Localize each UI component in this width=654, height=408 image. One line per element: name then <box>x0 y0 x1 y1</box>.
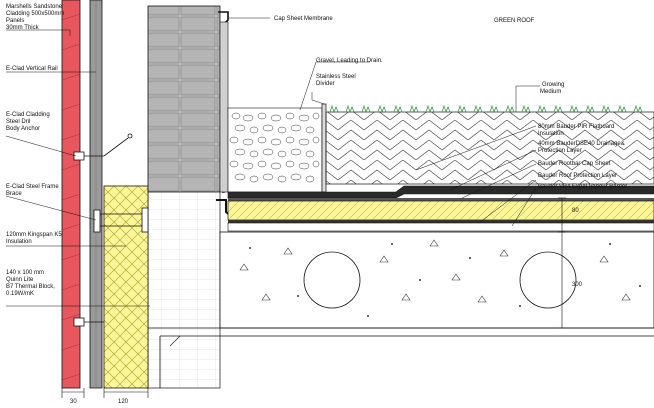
pir-flatboard-insulation <box>227 200 654 221</box>
dimension-300 <box>558 231 566 329</box>
frame-brace <box>93 207 149 233</box>
lower-wall-block <box>147 189 221 389</box>
label-gravel: Gravel, Leading to Drain. <box>316 58 383 64</box>
svg-text:0.19W/mK: 0.19W/mK <box>6 291 34 297</box>
label-drainage: 40mm BauderDSE40 Drainage& Protection La… <box>538 141 625 154</box>
label-growing-medium: Growing Medium <box>540 82 564 95</box>
label-roof-protection: Bauder Roof Protection Layer <box>538 173 617 179</box>
growing-medium <box>325 111 654 185</box>
svg-text:Body Anchor: Body Anchor <box>6 126 40 132</box>
cladding-joints <box>61 13 81 381</box>
svg-text:Bauder VB4 Expal Vapour Barrie: Bauder VB4 Expal Vapour Barrier <box>538 184 627 190</box>
label-flatboard: 80mm Bauder PIR Flatboard Insulation <box>538 124 614 137</box>
label-kingspan: 120mm Kingspan K5 Insulation <box>6 232 62 245</box>
svg-text:Quinn Lite: Quinn Lite <box>6 277 34 283</box>
svg-text:30mm Thick: 30mm Thick <box>6 25 40 31</box>
dimension-120 <box>103 388 149 398</box>
svg-text:Cladding 500x500mm: Cladding 500x500mm <box>6 11 64 17</box>
brick-wall <box>147 5 221 193</box>
svg-text:Steel Dril: Steel Dril <box>6 119 30 125</box>
svg-text:E-Clad Steel Frame: E-Clad Steel Frame <box>6 184 59 190</box>
svg-text:Insulation: Insulation <box>538 131 564 137</box>
svg-text:40mm BauderDSE40 Drainage&: 40mm BauderDSE40 Drainage& <box>538 141 625 147</box>
aggregate-dots <box>249 243 641 317</box>
label-vertical-rail: E-Clad Vertical Rail <box>6 66 58 72</box>
ceiling-soffit <box>148 327 654 388</box>
hollowcore-void-2 <box>519 251 577 309</box>
aggregate-triangles <box>239 239 631 303</box>
svg-text:Panels: Panels <box>6 18 24 24</box>
svg-text:Cap Sheet Membrane: Cap Sheet Membrane <box>274 16 333 22</box>
dimension-30 <box>61 388 85 398</box>
svg-text:120mm Kingspan K5: 120mm Kingspan K5 <box>6 232 62 238</box>
label-divider: Stainless Steel Divider <box>316 74 356 87</box>
svg-text:Gravel, Leading to Drain.: Gravel, Leading to Drain. <box>316 58 383 64</box>
svg-text:E-Clad Vertical Rail: E-Clad Vertical Rail <box>6 66 58 72</box>
stainless-steel-divider <box>321 103 327 193</box>
svg-text:Divider: Divider <box>316 81 335 87</box>
svg-text:Bauder Rootbar Cap Sheet: Bauder Rootbar Cap Sheet <box>538 161 611 167</box>
dimension-80-label: 80 <box>572 208 579 214</box>
body-anchor-lower <box>73 317 104 327</box>
drawing-title: GREEN ROOF <box>494 18 535 24</box>
kingspan-insulation <box>103 185 149 389</box>
concrete-slab <box>219 231 654 329</box>
svg-text:Bauder Roof Protection Layer: Bauder Roof Protection Layer <box>538 173 617 179</box>
svg-text:Protection Layer: Protection Layer <box>538 148 582 154</box>
label-body-anchor: E-Clad Cladding Steel Dril Body Anchor <box>6 112 50 132</box>
rootbar-cap-sheet <box>228 198 654 201</box>
dimension-30-label: 30 <box>70 399 77 405</box>
svg-text:Insulation: Insulation <box>6 239 32 245</box>
vapour-barrier <box>228 220 654 223</box>
label-rootbar: Bauder Rootbar Cap Sheet <box>538 161 611 167</box>
sandstone-cladding <box>61 0 81 389</box>
roof-protection-layer <box>227 222 654 232</box>
svg-text:Brace: Brace <box>6 191 22 197</box>
label-frame-brace: E-Clad Steel Frame Brace <box>6 184 59 197</box>
svg-text:Medium: Medium <box>540 89 561 95</box>
svg-text:E-Clad Cladding: E-Clad Cladding <box>6 112 50 118</box>
dimension-120-label: 120 <box>118 399 129 405</box>
grass-tufts <box>329 104 643 114</box>
hollowcore-void-1 <box>303 251 361 309</box>
body-anchor-upper <box>73 133 133 161</box>
svg-text:Marshells Sandstone: Marshells Sandstone <box>6 4 63 10</box>
label-thermal-block: 140 x 100 mm Quinn Lite B7 Thermal Block… <box>6 270 55 297</box>
label-cap-sheet: Cap Sheet Membrane <box>274 16 333 22</box>
svg-text:Growing: Growing <box>542 82 564 88</box>
svg-text:B7 Thermal Block,: B7 Thermal Block, <box>6 284 55 290</box>
leader-lines <box>5 17 540 307</box>
svg-text:Stainless Steel: Stainless Steel <box>316 74 356 80</box>
label-cladding: Marshells Sandstone Cladding 500x500mm P… <box>6 4 64 31</box>
gravel-stones <box>229 112 320 183</box>
dimension-300-label: 300 <box>572 282 583 288</box>
svg-text:80mm Bauder PIR Flatboard: 80mm Bauder PIR Flatboard <box>538 124 614 130</box>
label-vapour-barrier: Bauder VB4 Expal Vapour Barrier <box>538 184 627 190</box>
svg-text:140 x 100 mm: 140 x 100 mm <box>6 270 44 276</box>
